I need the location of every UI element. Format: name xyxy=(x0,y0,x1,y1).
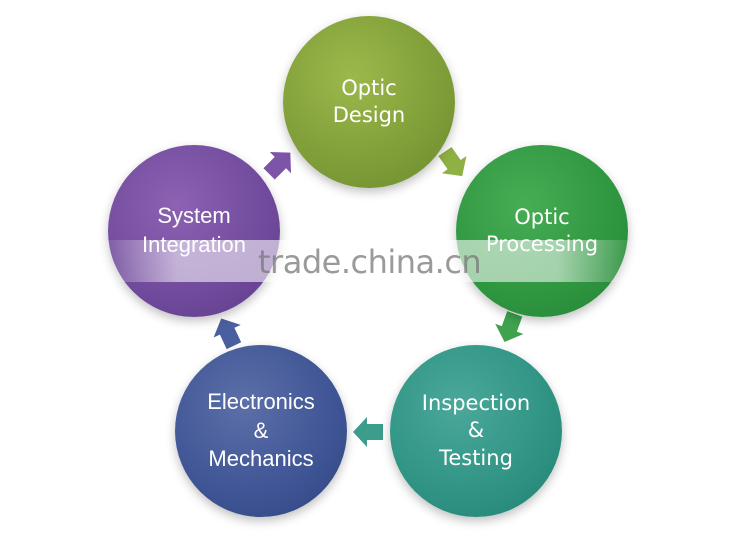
node-label-line: Testing xyxy=(439,445,513,470)
node-label-line: Inspection xyxy=(421,391,531,416)
arrow-electronics-to-system xyxy=(213,318,242,350)
node-system-integration: System Integration xyxy=(108,145,280,317)
node-label-line: Optic xyxy=(341,75,397,100)
arrow-inspection-to-electronics xyxy=(353,417,383,447)
node-optic-design: Optic Design xyxy=(283,16,455,188)
node-inspection-testing: Inspection & Testing xyxy=(390,345,562,517)
node-label-line: & xyxy=(253,417,269,443)
node-electronics-mechanics: Electronics & Mechanics xyxy=(175,345,347,517)
arrow-processing-to-inspection xyxy=(495,311,524,343)
watermark-text: trade.china.cn xyxy=(258,243,482,281)
watermark-band xyxy=(95,240,640,282)
node-label-line: Electronics xyxy=(207,389,315,415)
node-label-line: & xyxy=(467,418,485,443)
node-optic-processing: Optic Processing xyxy=(456,145,628,317)
arrow-design-to-processing xyxy=(438,146,467,177)
node-label-line: Mechanics xyxy=(208,446,314,472)
arrow-system-to-design xyxy=(263,151,292,180)
node-label-line: System xyxy=(157,203,231,229)
node-label-line: Optic xyxy=(514,204,570,229)
node-label-line: Design xyxy=(332,103,406,127)
